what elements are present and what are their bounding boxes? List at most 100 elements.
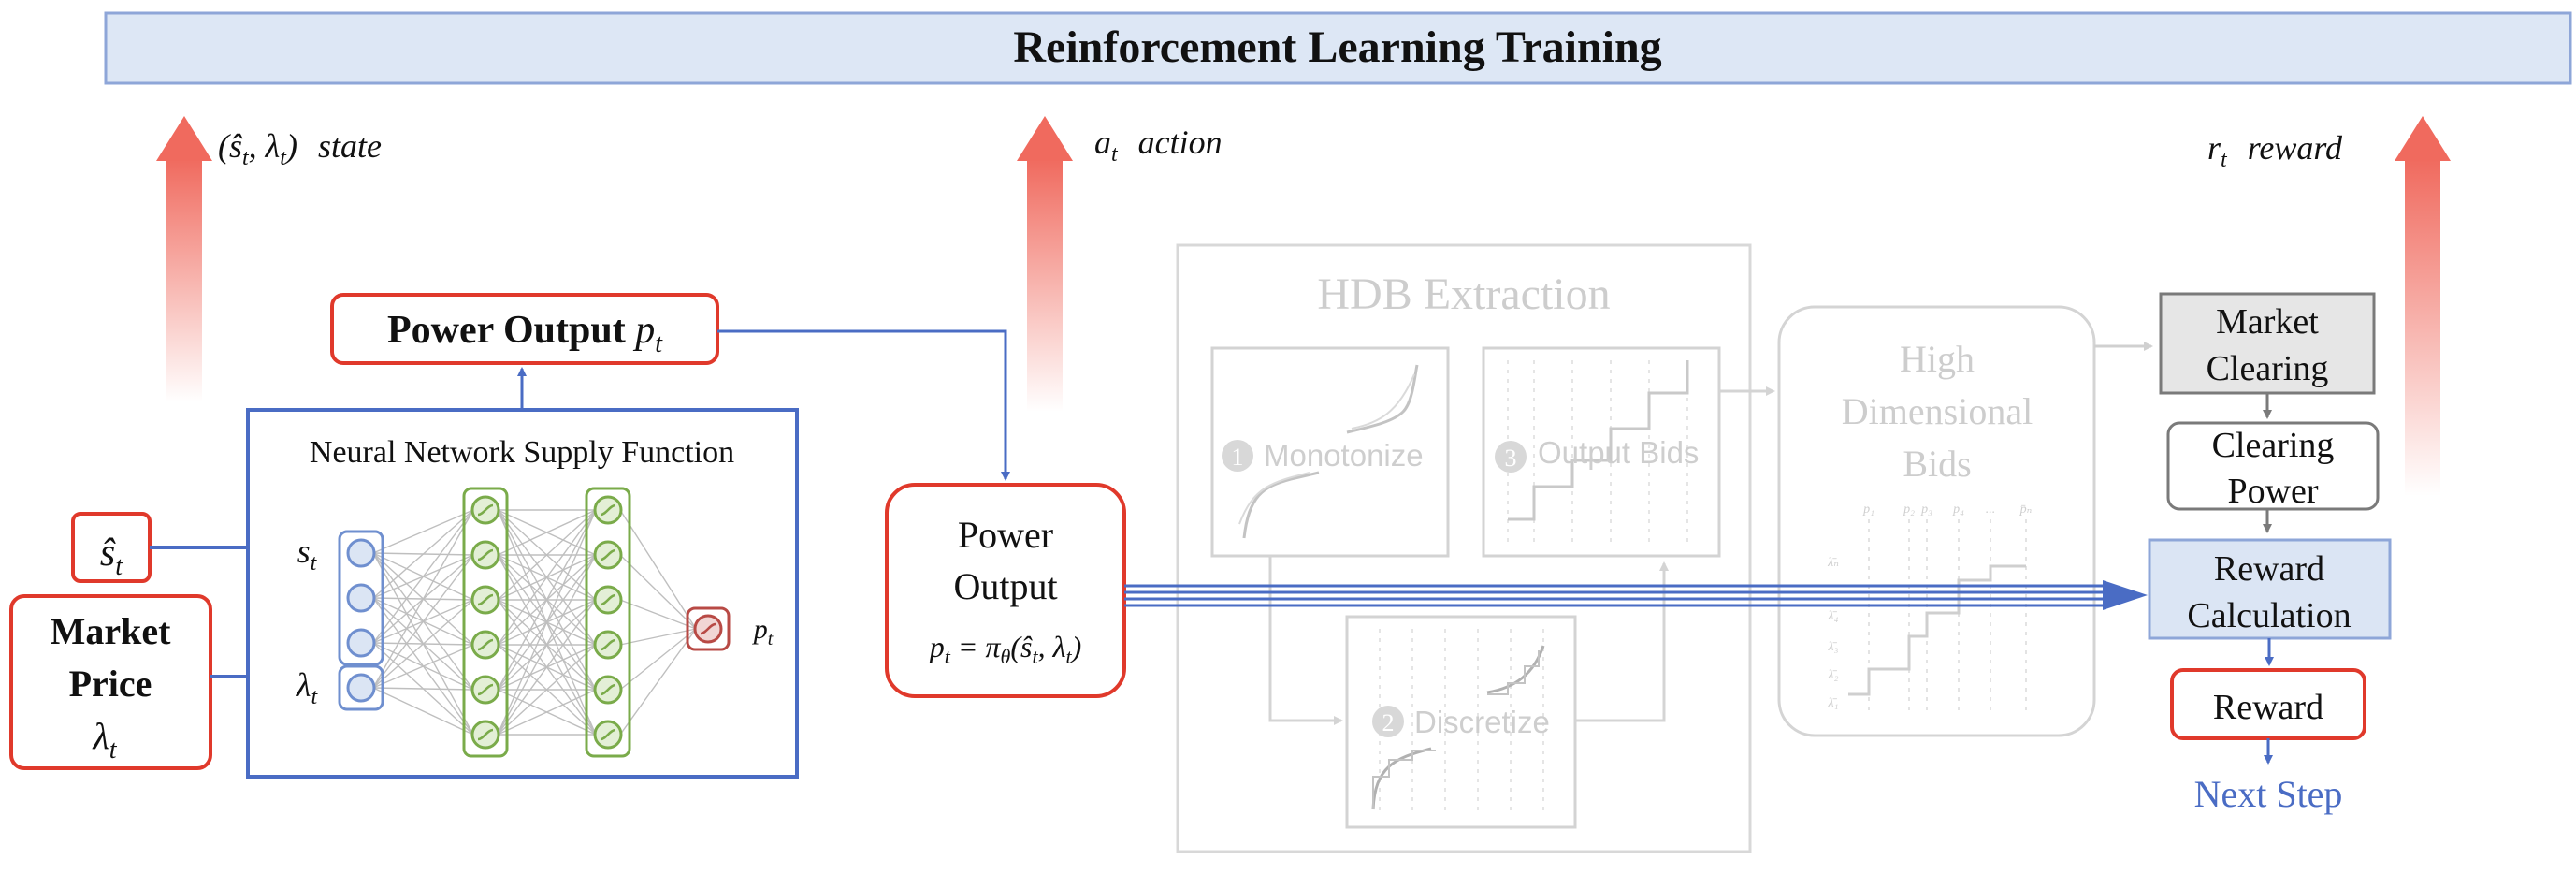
step1-label: Monotonize <box>1264 438 1424 473</box>
market-price-box: Market Price λt <box>9 594 212 770</box>
hidden2-node <box>593 495 623 525</box>
hidden-layer-2 <box>585 487 631 758</box>
step2-to-step3-arrow <box>1575 561 1669 722</box>
nn-edge <box>619 554 697 630</box>
high-dim-line2: Dimensional <box>1842 390 2033 432</box>
step3-label: Output Bids <box>1538 435 1699 470</box>
power-output-top-box: Power Output pt <box>330 293 719 365</box>
hidden-layer-1 <box>462 487 509 758</box>
bid-y-label: λ̄₄ <box>1828 609 1839 623</box>
hidden1-node <box>470 540 500 570</box>
step1-num: 1 <box>1232 444 1244 471</box>
input-layer-state <box>338 530 384 666</box>
nn-connections <box>372 509 697 736</box>
bid-axis-label: p₃ <box>1920 503 1932 517</box>
nn-edge <box>497 509 597 736</box>
high-dim-line1: High <box>1900 338 1975 380</box>
nn-edge <box>372 509 474 644</box>
hidden2-node <box>593 540 623 570</box>
hdb-extraction-panel: HDB Extraction 1 Monotonize 3 Output Bid… <box>1176 243 1775 853</box>
step2-label: Discretize <box>1414 705 1550 739</box>
clearing-power-box: Clearing Power <box>2166 421 2380 511</box>
reward-box: Reward <box>2170 668 2366 740</box>
hidden2-node <box>593 720 623 750</box>
input-node <box>346 628 376 658</box>
bid-axis-label: p̄ₙ <box>2019 503 2033 517</box>
hidden1-node <box>470 585 500 615</box>
market-clearing-line2: Clearing <box>2207 349 2329 388</box>
next-step-label: Next Step <box>2194 773 2343 815</box>
hidden1-node <box>470 720 500 750</box>
bid-y-label: λ̄₃ <box>1828 640 1839 654</box>
nn-edge <box>497 689 597 736</box>
state-label: (ŝt, λt)state <box>218 127 382 170</box>
nn-edge <box>619 628 697 646</box>
state-input-label: ŝt <box>100 532 123 581</box>
output-node <box>693 614 723 644</box>
neural-network-box: Neural Network Supply Function st λt pt <box>246 408 799 779</box>
clearing-power-line2: Power <box>2227 472 2318 511</box>
power-output-mid-line1: Power <box>958 514 1053 556</box>
nn-edge <box>372 554 474 689</box>
bid-axis-label: p₂ <box>1903 503 1915 517</box>
bid-y-label: λ̄ₙ <box>1827 556 1839 570</box>
step2-num: 2 <box>1382 709 1395 736</box>
action-up-arrow <box>1017 116 1073 412</box>
bid-y-label: λ̄₁ <box>1828 696 1839 710</box>
market-clearing-line1: Market <box>2216 302 2319 342</box>
nn-edge <box>619 509 697 630</box>
market-clearing-box: Market Clearing <box>2159 292 2376 395</box>
reward-calc-line1: Reward <box>2214 549 2324 589</box>
reward-up-arrow <box>2395 116 2451 496</box>
policy-formula: pt = πθ(ŝt, λt) <box>928 630 1081 668</box>
nn-s-label: st <box>297 532 318 576</box>
input-node <box>346 673 376 703</box>
hidden1-node <box>470 630 500 660</box>
nn-edge <box>619 599 697 630</box>
bid-axis-label: ... <box>1986 503 1996 517</box>
nn-edge <box>497 509 597 691</box>
nn-edge <box>372 509 474 689</box>
nn-edge <box>372 599 474 689</box>
nn-edge <box>497 554 597 736</box>
output-bids-panel <box>1482 346 1721 558</box>
state-up-arrow <box>156 116 212 402</box>
reward-label-box: Reward <box>2213 688 2323 727</box>
step3-num: 3 <box>1505 444 1517 472</box>
input-layer-price <box>338 664 384 711</box>
bid-axis-label: p₄ <box>1952 503 1964 517</box>
nn-edge <box>497 644 597 736</box>
power-to-reward-arrow <box>1124 580 2148 610</box>
input-node <box>346 538 376 568</box>
reward-calc-line2: Calculation <box>2187 596 2351 635</box>
nn-edge <box>497 509 597 646</box>
market-price-line1: Market <box>51 610 172 652</box>
nn-title: Neural Network Supply Function <box>310 435 734 470</box>
step2-circle <box>1372 706 1404 737</box>
market-price-symbol: λt <box>92 715 117 765</box>
nn-edge <box>497 509 597 556</box>
hdb-title: HDB Extraction <box>1317 270 1610 319</box>
nn-edge <box>372 509 474 554</box>
hidden1-node <box>470 675 500 705</box>
output-layer <box>686 606 731 651</box>
nn-edge <box>372 687 474 736</box>
header-bar: Reinforcement Learning Training <box>104 11 2572 85</box>
market-price-line2: Price <box>69 663 152 705</box>
nn-edge <box>619 628 697 736</box>
step3-circle <box>1495 441 1527 473</box>
power-top-to-mid-arrow <box>717 329 1010 481</box>
nn-nodes <box>346 495 723 750</box>
input-node <box>346 583 376 613</box>
header-title: Reinforcement Learning Training <box>1013 22 1661 72</box>
hidden2-node <box>593 675 623 705</box>
power-output-mid-line2: Output <box>953 565 1057 607</box>
nn-edge <box>619 628 697 691</box>
nn-edge <box>497 509 597 601</box>
nn-edge <box>372 509 474 599</box>
bid-y-label: λ̄₂ <box>1828 668 1839 682</box>
